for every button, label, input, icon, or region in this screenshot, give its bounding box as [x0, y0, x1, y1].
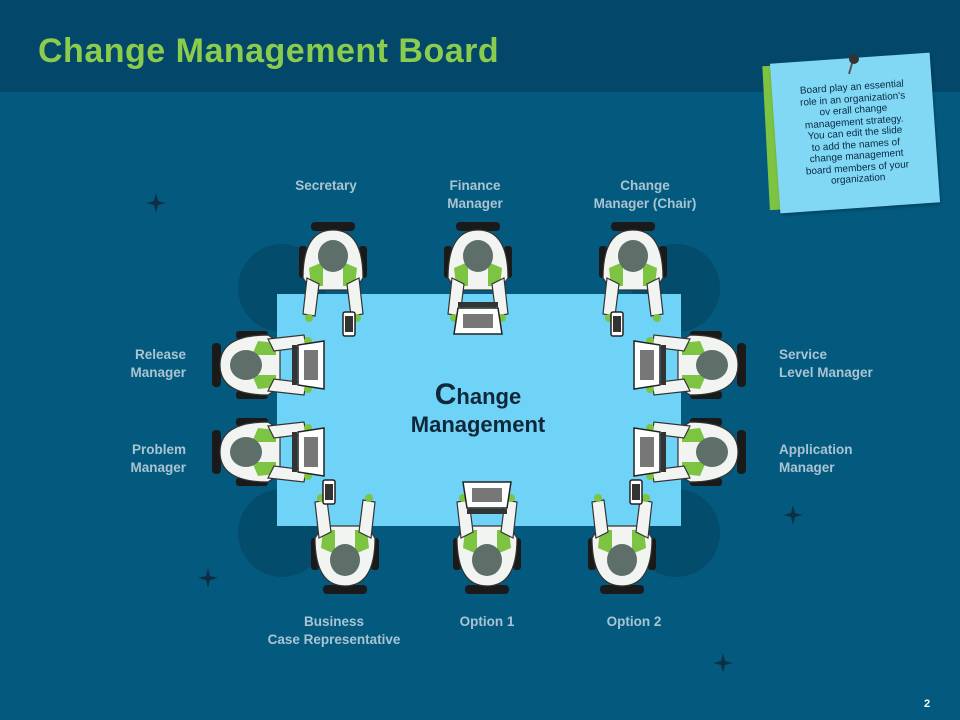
page-number: 2: [924, 698, 931, 710]
role-service-level-manager[interactable]: Service Level Manager: [779, 346, 873, 382]
role-finance-manager-line1: Finance: [449, 178, 501, 193]
slide-title: Change Management Board: [38, 32, 500, 70]
person-icon: [299, 222, 367, 337]
role-service-level-manager-line2: Level Manager: [779, 365, 873, 380]
role-business-case-line2: Case Representative: [267, 632, 401, 647]
role-secretary-line1: Secretary: [295, 178, 357, 193]
role-release-manager-line1: Release: [134, 347, 186, 362]
sticky-note-text: Board play an essential role in an organ…: [780, 77, 931, 190]
role-application-manager[interactable]: Application Manager: [779, 441, 853, 477]
sparkle-icon: [146, 193, 166, 213]
center-label-line1: hange: [456, 384, 522, 409]
laptop-icon: [633, 340, 666, 390]
phone-icon: [610, 311, 624, 337]
person-icon: [212, 331, 325, 399]
role-secretary[interactable]: Secretary: [295, 177, 357, 195]
role-change-manager-line1: Change: [620, 178, 670, 193]
person-icon: [633, 418, 746, 486]
role-change-manager-line2: Manager (Chair): [593, 196, 697, 211]
laptop-icon: [453, 302, 503, 335]
laptop-icon: [462, 481, 512, 514]
person-icon: [311, 479, 379, 594]
person-icon: [453, 481, 521, 594]
sparkle-icon: [198, 568, 218, 588]
role-option-1-line1: Option 1: [459, 614, 515, 629]
push-pin-icon: [848, 54, 859, 75]
role-finance-manager[interactable]: Finance Manager: [447, 177, 503, 213]
center-label: Change Management: [411, 380, 545, 438]
center-label-initial: C: [434, 378, 457, 411]
person-icon: [633, 331, 746, 399]
role-option-2-line1: Option 2: [606, 614, 662, 629]
person-icon: [599, 222, 667, 337]
sparkle-icon: [713, 653, 733, 673]
role-problem-manager[interactable]: Problem Manager: [130, 441, 186, 477]
role-service-level-manager-line1: Service: [779, 347, 828, 362]
phone-icon: [322, 479, 336, 505]
role-release-manager-line2: Manager: [130, 365, 186, 380]
role-change-manager-chair[interactable]: Change Manager (Chair): [594, 177, 697, 213]
role-application-manager-line1: Application: [779, 442, 853, 457]
role-business-case-representative[interactable]: Business Case Representative: [268, 613, 401, 649]
role-problem-manager-line2: Manager: [130, 460, 186, 475]
person-icon: [588, 479, 656, 594]
role-business-case-line1: Business: [303, 614, 365, 629]
person-icon: [212, 418, 325, 486]
phone-icon: [342, 311, 356, 337]
laptop-icon: [292, 340, 325, 390]
role-finance-manager-line2: Manager: [447, 196, 503, 211]
center-label-line2: Management: [410, 412, 546, 437]
person-icon: [444, 222, 512, 335]
laptop-icon: [292, 427, 325, 477]
role-problem-manager-line1: Problem: [131, 442, 186, 457]
phone-icon: [629, 479, 643, 505]
role-release-manager[interactable]: Release Manager: [130, 346, 186, 382]
role-option-1[interactable]: Option 1: [460, 613, 515, 631]
role-application-manager-line2: Manager: [779, 460, 835, 475]
sparkle-icon: [783, 505, 803, 525]
laptop-icon: [633, 427, 666, 477]
role-option-2[interactable]: Option 2: [607, 613, 662, 631]
